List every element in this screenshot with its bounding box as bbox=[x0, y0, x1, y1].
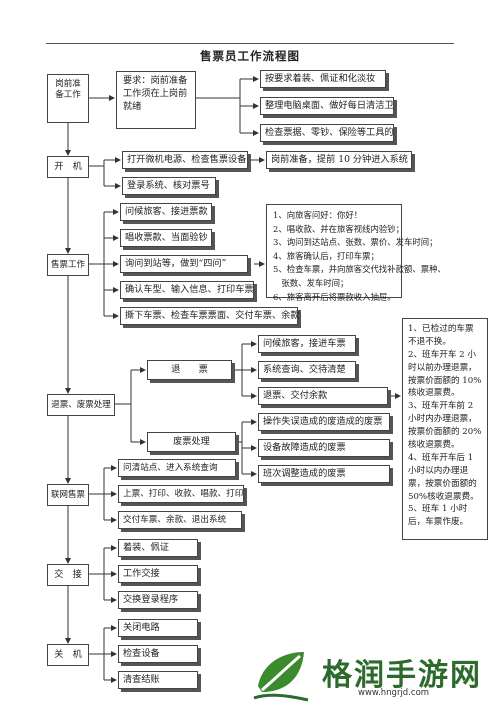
rule-line: 4、班车开车后 1 小时以内办理退票，按票价面额的 50%核收退票费。 bbox=[408, 452, 479, 502]
tip-line: 6、旅客离开后将票款收入抽屉。 bbox=[273, 291, 396, 302]
open-item: 登录系统、核对票号 bbox=[122, 177, 216, 195]
stage-refund: 退票、废票处理 bbox=[47, 394, 115, 416]
diagram-title: 售票员工作流程图 bbox=[200, 49, 300, 63]
refund-item: 问候旅客，接进车票 bbox=[258, 335, 356, 353]
top-rule bbox=[46, 43, 454, 44]
refund-rules: 1、已检过的车票不退不换。 2、班车开车 2 小时以前办理退票，按票价面额的 1… bbox=[402, 318, 488, 540]
sell-item: 询问到站等，做到“四问” bbox=[120, 255, 248, 273]
shutdown-item: 清查结账 bbox=[118, 671, 198, 689]
refund-label: 退 票 bbox=[147, 360, 232, 380]
prep-requirement: 要求：岗前准备工作须在上岗前就绪 bbox=[116, 71, 196, 129]
stage-prep: 岗前准备工作 bbox=[47, 74, 89, 123]
inquiry-item: 上票、打印、收款、唱款、打印 bbox=[118, 485, 244, 503]
rule-line: 2、班车开车 2 小时以前办理退票，按票价面额的 10%核收退票费。 bbox=[408, 349, 482, 399]
prep-item: 整理电脑桌面、做好每日清洁卫 bbox=[260, 97, 394, 115]
rule-line: 3、班车开车前 2 小时内办理退票，按票价面额的 20%核收退票费。 bbox=[408, 401, 482, 451]
watermark-name: 格润手游网 bbox=[322, 658, 482, 693]
open-note: 岗前准备，提前 10 分钟进入系统 bbox=[266, 151, 412, 169]
inquiry-item: 交付车票、余款、退出系统 bbox=[118, 511, 242, 529]
handover-item: 着装、佩证 bbox=[118, 539, 198, 557]
prep-item: 按要求着装、佩证和化淡妆 bbox=[260, 70, 386, 88]
sell-tips: 1、向旅客问好：你好！ 2、唱收款、并在旅客视线内验钞； 3、询问到达站点、张数… bbox=[266, 204, 446, 302]
tip-line: 张数、发车时间； bbox=[273, 278, 349, 289]
refund-item: 退票、交付余款 bbox=[258, 387, 388, 405]
watermark-url: www.hngrjd.com bbox=[358, 688, 430, 698]
void-label: 废票处理 bbox=[147, 432, 236, 452]
inquiry-item: 问清站点、进入系统查询 bbox=[118, 459, 236, 477]
shutdown-item: 关闭电路 bbox=[118, 619, 198, 637]
stage-sell: 售票工作 bbox=[47, 254, 89, 276]
rule-line: 1、已检过的车票不退不换。 bbox=[408, 324, 474, 347]
refund-item: 系统查询、交待清楚 bbox=[258, 361, 356, 379]
stage-inquiry: 联网售票 bbox=[47, 484, 89, 506]
tip-line: 3、询问到达站点、张数、票价、发车时间； bbox=[273, 237, 438, 248]
void-item: 设备故障造成的废票 bbox=[258, 439, 390, 457]
stage-open: 开 机 bbox=[47, 156, 89, 178]
sell-item: 撕下车票、检查车票票面、交付车票、余款 bbox=[120, 307, 300, 325]
sell-item: 唱收票款、当面验钞 bbox=[120, 229, 212, 247]
void-item: 操作失误造成的废造成的废票 bbox=[258, 413, 390, 431]
tip-line: 5、检查车票，并向旅客交代找补款额、票种、 bbox=[273, 264, 446, 275]
stage-shutdown: 关 机 bbox=[47, 644, 89, 666]
handover-item: 交换登录程序 bbox=[118, 591, 198, 609]
handover-item: 工作交接 bbox=[118, 565, 198, 583]
tip-line: 4、旅客确认后，打印车票； bbox=[273, 250, 379, 261]
tip-line: 1、向旅客问好：你好！ bbox=[273, 210, 363, 220]
watermark-leaf-icon bbox=[253, 652, 309, 702]
prep-item: 检查票据、零钞、保险等工具的 bbox=[260, 124, 394, 142]
tip-line: 2、唱收款、并在旅客视线内验钞； bbox=[273, 223, 404, 234]
rule-line: 5、班车 1 小时后，车票作废。 bbox=[408, 504, 469, 528]
sell-item: 确认车型、输入信息、打印车票 bbox=[120, 281, 254, 299]
sell-item: 问候旅客、接进票款 bbox=[120, 203, 212, 221]
shutdown-item: 检查设备 bbox=[118, 645, 198, 663]
stage-handover: 交 接 bbox=[47, 564, 89, 586]
open-item: 打开微机电源、检查售票设备 bbox=[122, 151, 248, 169]
void-item: 班次调整造成的废票 bbox=[258, 465, 390, 483]
